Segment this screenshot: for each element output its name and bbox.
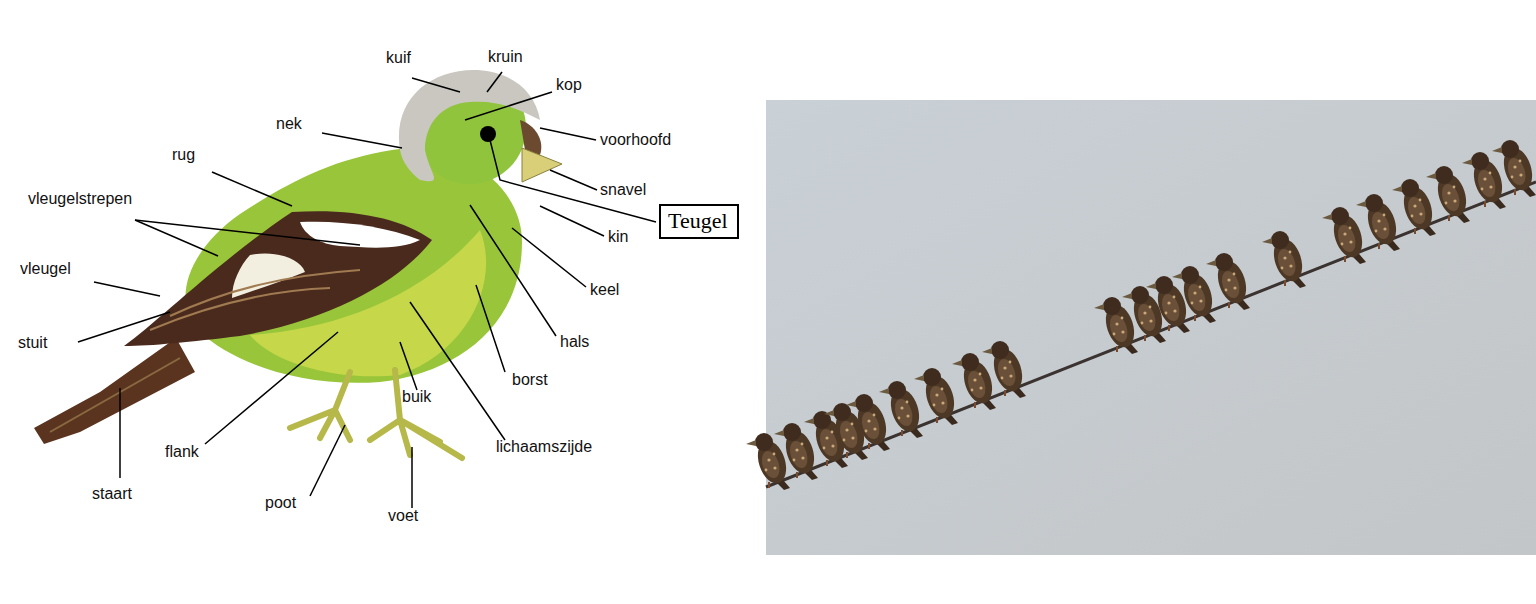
starling [846,394,891,451]
wing-bar [300,222,420,248]
starling [914,368,959,425]
bird-wing [124,211,432,346]
starling [1426,166,1471,223]
tail-line [50,358,180,432]
part-label: lichaamszijde [496,438,592,456]
part-label: vleugel [20,260,71,278]
leader-line [212,172,292,206]
bird-drawing [34,70,562,458]
leader-lines [78,72,656,508]
leader-line [119,388,121,478]
leader-line [465,92,552,120]
bird-eye [480,126,496,142]
term-text: Teugel [668,208,730,234]
leader-line [512,228,586,287]
starling [1322,207,1367,264]
photo-sky [766,100,1536,555]
starling [1262,231,1307,288]
leader-line [470,205,556,336]
leader-line [411,447,413,508]
starling [879,381,924,438]
leader-line [78,312,170,342]
bird-tail [34,338,195,444]
starling [1392,179,1437,236]
starling [1206,253,1251,310]
part-label: stuit [18,334,47,352]
part-label: kuif [386,49,411,67]
starling [1172,266,1217,323]
bird-crown [399,70,540,181]
leader-line [400,342,417,390]
starling [1356,194,1401,251]
leader-line [410,302,505,440]
starling [774,423,819,480]
wing-feather-line [170,270,360,316]
leader-line [135,220,218,256]
leader-line [476,285,505,372]
starling [746,433,791,490]
leader-line [94,282,160,296]
leader-line [205,332,338,444]
starling [1462,152,1507,209]
part-label: kruin [488,48,523,66]
wing-feather-line [150,288,330,330]
part-label: flank [165,443,199,461]
leader-line [310,425,345,496]
part-label: vleugelstrepen [28,190,132,208]
leader-line [135,220,360,245]
leader-line [540,206,604,236]
part-label: voet [388,507,418,525]
leader-line [550,170,597,190]
leader-line [412,78,460,92]
part-label: snavel [600,181,646,199]
leader-line [490,140,656,222]
part-label: hals [560,333,589,351]
part-label: poot [265,494,296,512]
bird-leg [290,372,350,440]
starling [982,341,1027,398]
starling-photo [746,100,1536,555]
part-label: voorhoofd [600,131,671,149]
starling [952,353,997,410]
part-label: rug [172,146,195,164]
starling [1094,297,1139,354]
starling [1492,140,1536,197]
part-label: borst [512,371,548,389]
leader-line [487,72,502,92]
part-label: staart [92,485,132,503]
leader-line [540,128,596,140]
part-label: kin [608,228,628,246]
bird-leg [370,370,462,458]
bird-beak [522,148,562,182]
part-label: buik [402,388,431,406]
leader-line [322,133,402,148]
part-label: keel [590,281,619,299]
part-label: kop [556,76,582,94]
part-label: nek [276,115,302,133]
term-box: Teugel [659,204,739,239]
